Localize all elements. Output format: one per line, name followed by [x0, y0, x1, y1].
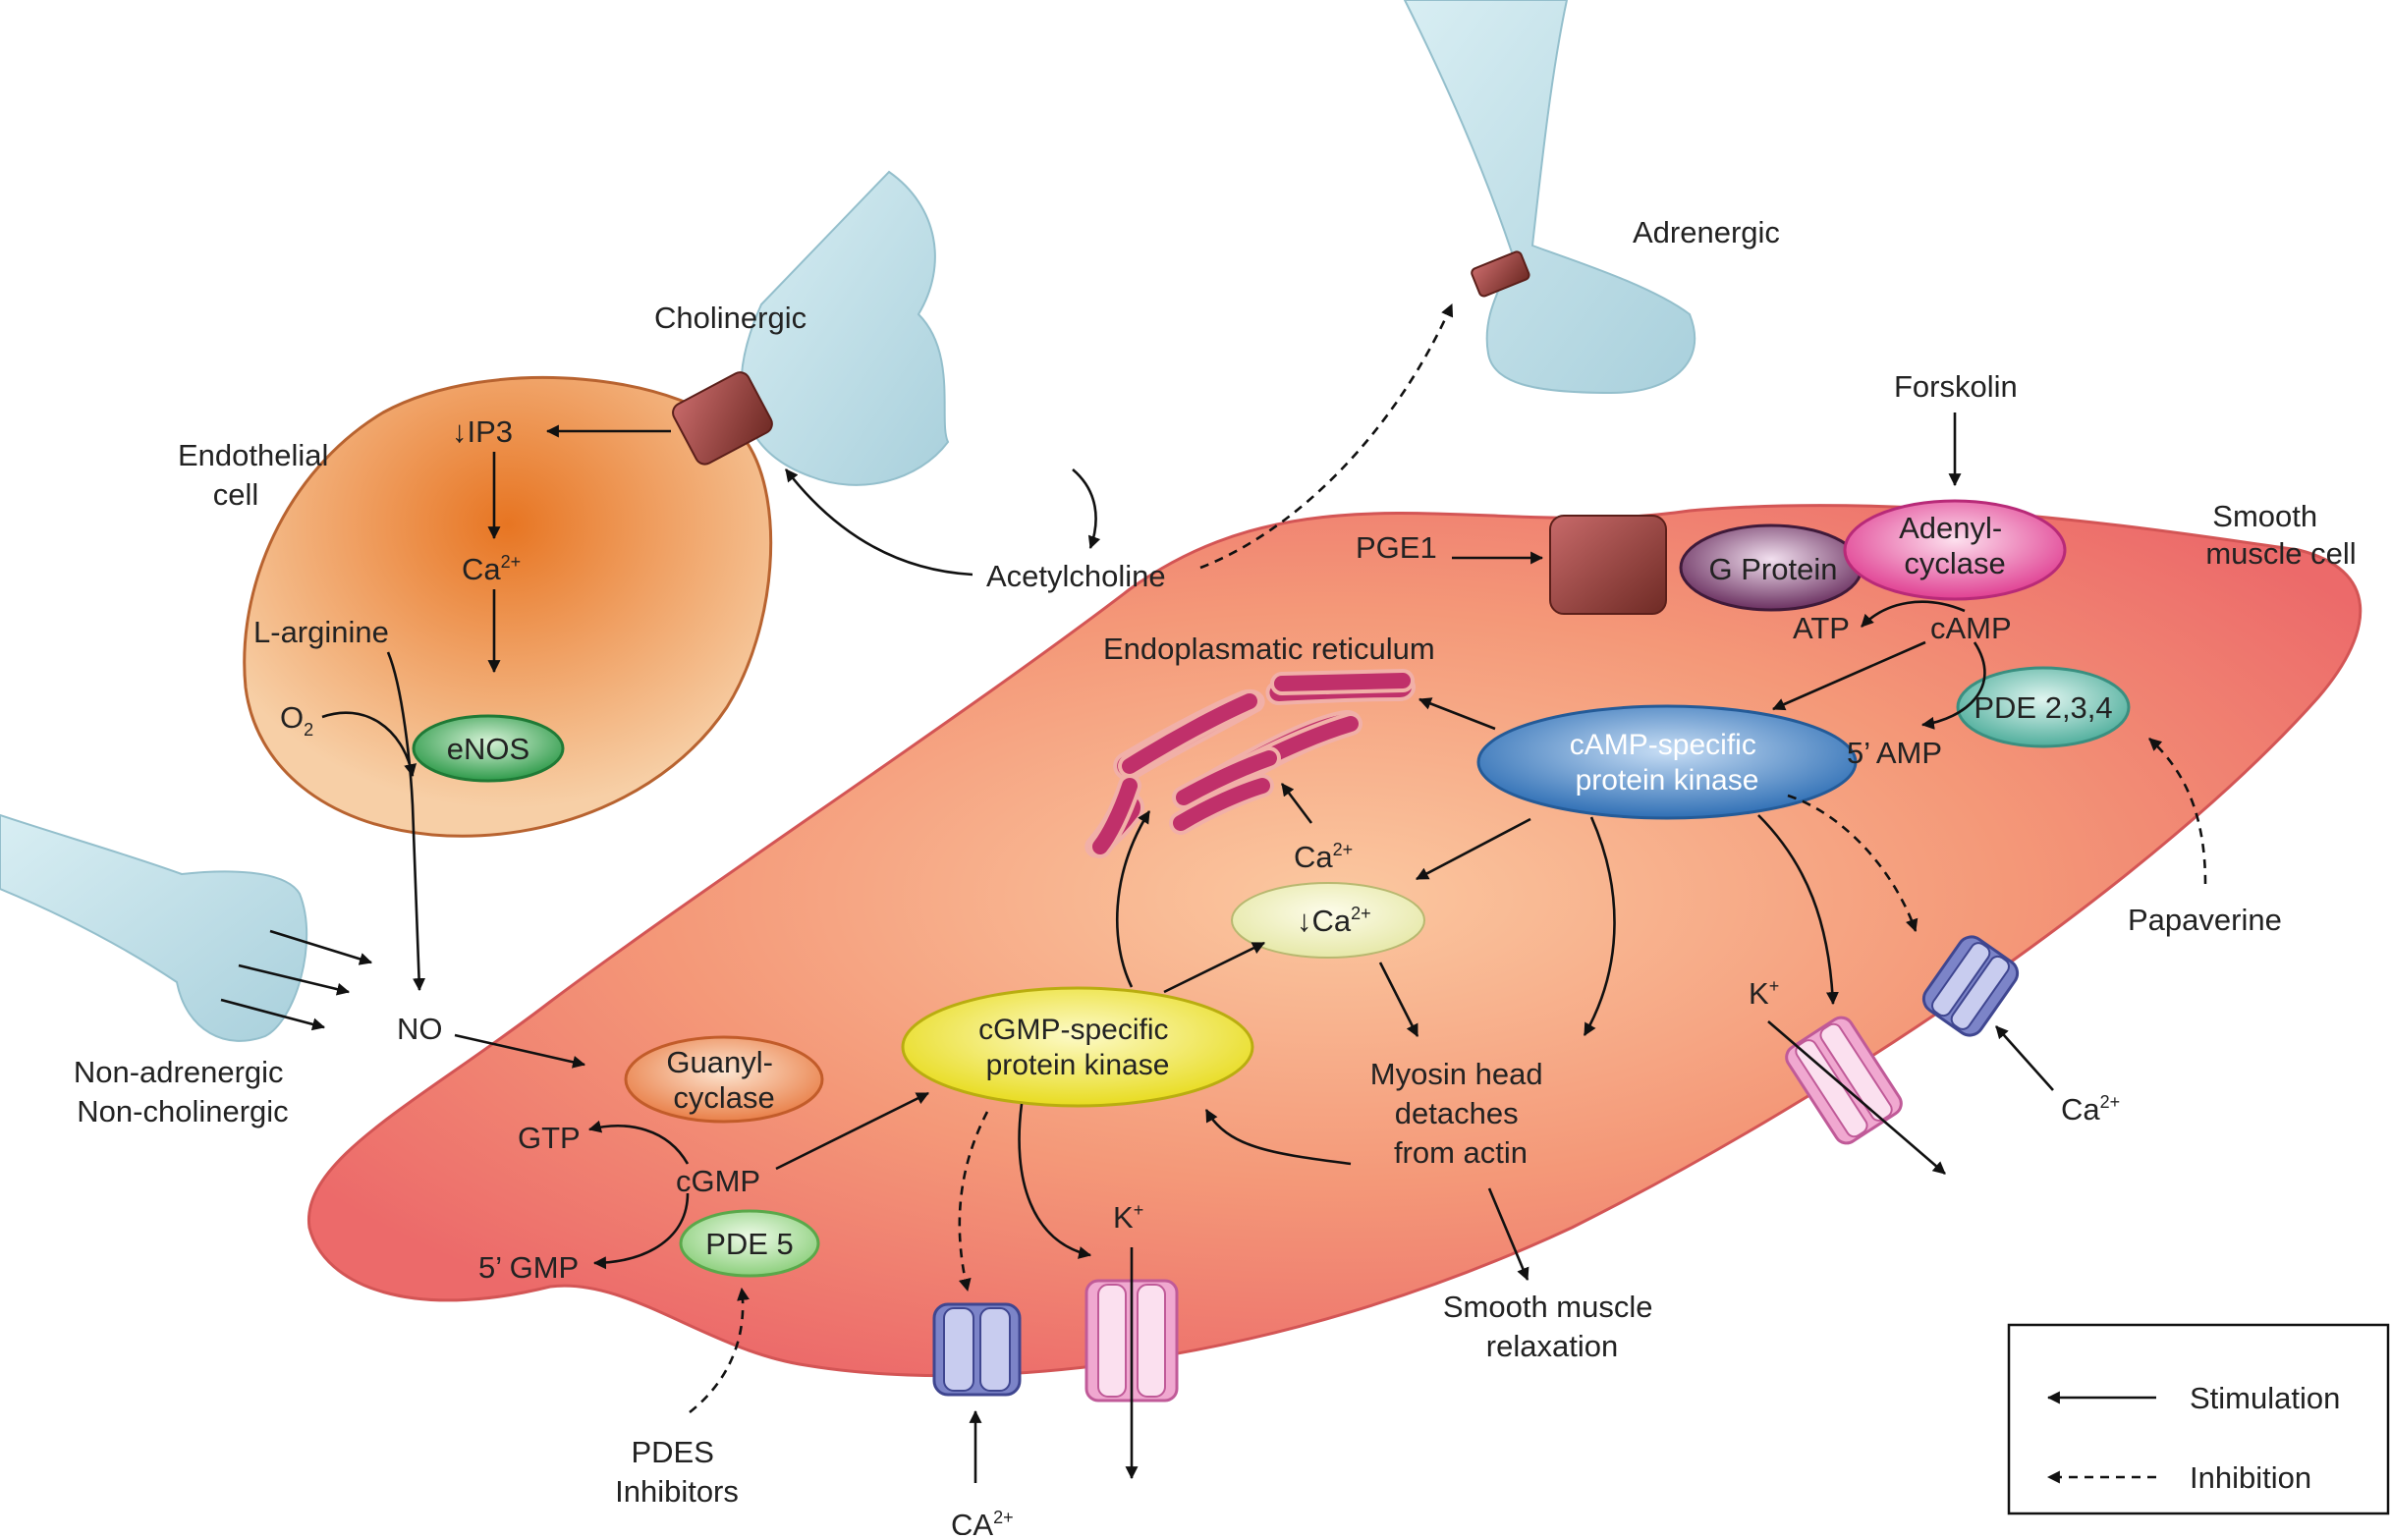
- label-no: NO: [397, 1012, 443, 1046]
- label-adrenergic: Adrenergic: [1633, 215, 1780, 249]
- label-ca-right: Ca2+: [2061, 1092, 2120, 1127]
- arrow-myosin-to-relaxation: [1487, 1187, 1529, 1281]
- arrow-nerve-to-acetylcholine: [1072, 468, 1101, 550]
- er-tube-4-core: [1173, 778, 1270, 831]
- arrow-cgmp-kinase-to-k-bottom: [1018, 1103, 1092, 1259]
- label-o2: O2: [280, 700, 313, 740]
- label-nanc: Non-adrenergic Non-cholinergic: [74, 1055, 292, 1128]
- label-endoplasmatic-reticulum: Endoplasmatic reticulum: [1103, 632, 1435, 666]
- calcium-channel-right: [1921, 935, 2020, 1037]
- arrow-camp-kinase-to-k-channel: [1757, 814, 1839, 1006]
- arrow-camp-kinase-to-myosin: [1583, 816, 1616, 1036]
- label-cgmp: cGMP: [676, 1164, 760, 1198]
- er-tube-1-core: [1122, 693, 1257, 774]
- label-pde5: PDE 5: [705, 1227, 794, 1261]
- label-pge1: PGE1: [1356, 530, 1437, 565]
- label-gtp: GTP: [518, 1121, 581, 1155]
- label-smooth-muscle-cell: Smooth muscle cell: [2205, 499, 2356, 571]
- label-camp: cAMP: [1930, 611, 2012, 645]
- arrow-nanc-to-no-1: [269, 929, 373, 965]
- label-enos: eNOS: [447, 732, 529, 766]
- pge1-receptor: [1549, 515, 1667, 615]
- legend: Stimulation Inhibition: [2007, 1323, 2390, 1515]
- arrow-camp-to-atp: [1861, 600, 1966, 628]
- label-g-protein: G Protein: [1709, 552, 1838, 586]
- label-ip3: ↓IP3: [452, 414, 513, 449]
- arrow-o2-to-enos: [321, 711, 417, 778]
- cholinergic-receptor: [672, 371, 773, 466]
- adenyl-cyclase-oval: [1843, 499, 2067, 601]
- stimulation-arrows: [220, 412, 2054, 1483]
- label-atp: ATP: [1793, 611, 1850, 645]
- label-5gmp: 5’ GMP: [478, 1250, 579, 1285]
- arrow-camp-kinase-to-er: [1418, 697, 1496, 731]
- dashed-acetylcholine-to-adrenergic: [1199, 303, 1454, 570]
- arrow-nanc-to-no-2: [238, 963, 351, 996]
- dashed-pdes-to-pde5: [689, 1287, 750, 1414]
- cgmp-kinase-oval: [901, 986, 1254, 1108]
- arrow-acetylcholine-to-receptor: [784, 468, 973, 577]
- arrow-k-right-out: [1767, 1020, 1946, 1175]
- arrow-camp-to-5amp: [1920, 641, 1986, 730]
- label-myosin: Myosin head detaches from actin: [1370, 1057, 1551, 1170]
- label-pdes-inhibitors: PDES Inhibitors: [615, 1435, 739, 1509]
- legend-inhibition-label: Inhibition: [2190, 1460, 2311, 1495]
- arrow-ca-down-to-myosin: [1378, 962, 1419, 1037]
- label-camp-kinase: cAMP-specific protein kinase: [1570, 729, 1764, 797]
- dashed-cgmp-kinase-to-ca-channel: [958, 1111, 989, 1292]
- arrow-cgmp-to-5gmp: [592, 1192, 690, 1270]
- label-ca-decrease: ↓Ca2+: [1297, 904, 1371, 938]
- legend-stimulation-label: Stimulation: [2190, 1381, 2340, 1415]
- arrow-ca-right-in: [1995, 1025, 2054, 1091]
- inhibition-arrows: [689, 303, 2207, 1414]
- label-l-arginine: L-arginine: [253, 615, 389, 649]
- label-5amp: 5’ AMP: [1847, 736, 1942, 770]
- arrow-no-to-guanyl: [454, 1033, 586, 1069]
- label-pde234: PDE 2,3,4: [1974, 690, 2112, 725]
- label-papaverine: Papaverine: [2128, 903, 2282, 937]
- ca-decrease-oval: [1231, 882, 1425, 959]
- label-forskolin: Forskolin: [1894, 369, 2018, 404]
- er-tube-upper-core: [1274, 673, 1411, 691]
- label-k-bottom: K+: [1113, 1200, 1143, 1235]
- arrow-camp-to-camp-kinase: [1772, 640, 1926, 711]
- arrow-cgmp-to-gtp: [587, 1120, 690, 1165]
- label-endothelial-ca: Ca2+: [462, 552, 521, 586]
- dashed-camp-kinase-to-ca-channel: [1787, 794, 1918, 933]
- label-guanyl-cyclase: Guanyl- cyclase: [666, 1045, 781, 1115]
- arrow-camp-kinase-to-ca-down: [1416, 817, 1531, 881]
- nanc-nerve-terminal: [0, 813, 308, 1042]
- enos-oval: [412, 714, 565, 783]
- pde5-oval: [679, 1209, 820, 1278]
- label-cholinergic: Cholinergic: [654, 301, 806, 335]
- calcium-channel-bottom: [932, 1302, 1022, 1397]
- label-k-right: K+: [1749, 976, 1779, 1011]
- label-endothelial-cell: Endothelial cell: [178, 438, 337, 512]
- arrow-cgmp-kinase-to-er: [1115, 810, 1151, 988]
- label-cgmp-kinase: cGMP-specific protein kinase: [978, 1014, 1177, 1081]
- dashed-papaverine-to-pde234: [2148, 738, 2207, 885]
- arrow-nanc-to-no-3: [220, 998, 326, 1031]
- label-ca-bottom: CA2+: [951, 1508, 1014, 1535]
- label-er-ca: Ca2+: [1294, 840, 1353, 874]
- camp-kinase-oval: [1476, 704, 1858, 820]
- legend-box: [2007, 1323, 2390, 1515]
- adrenergic-nerve-terminal: [1403, 0, 1696, 395]
- label-acetylcholine: Acetylcholine: [986, 559, 1166, 593]
- pde234-oval: [1956, 666, 2131, 748]
- arrow-myosin-to-cgmp-kinase: [1204, 1109, 1352, 1166]
- er-tube-3-core: [1176, 750, 1277, 805]
- guanyl-cyclase-oval: [624, 1035, 824, 1124]
- arrow-ca-to-er: [1280, 783, 1313, 824]
- er-tube-5-core: [1092, 778, 1138, 854]
- arrow-cgmp-kinase-to-ca-down: [1163, 941, 1265, 994]
- arrow-larginine-to-no: [386, 651, 426, 992]
- label-adenyl-cyclase: Adenyl- cyclase: [1899, 511, 2011, 580]
- arrow-cgmp-to-cgmp-kinase: [775, 1091, 929, 1171]
- label-relaxation: Smooth muscle relaxation: [1443, 1290, 1661, 1363]
- adrenergic-receptor: [1471, 250, 1530, 298]
